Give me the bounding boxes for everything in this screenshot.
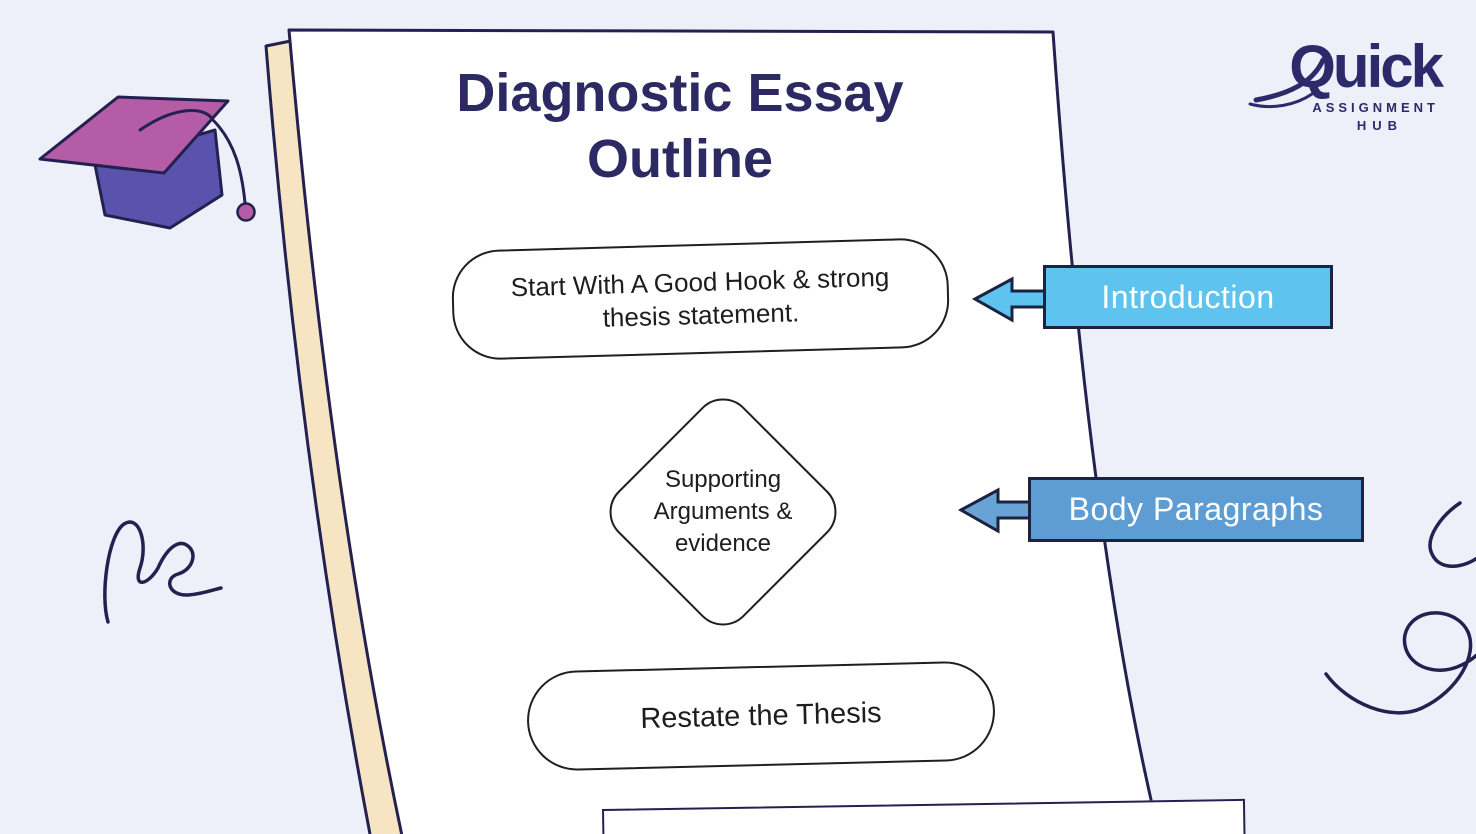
flow-step-restate: Restate the Thesis xyxy=(525,660,997,772)
page-title: Diagnostic Essay Outline xyxy=(340,60,1020,192)
flow-step-hook-text: Start With A Good Hook & strong thesis s… xyxy=(510,261,890,333)
squiggle-left-icon xyxy=(103,520,223,624)
brand-logo-subline1: ASSIGNMENT xyxy=(1312,100,1439,115)
brand-logo: Quick ASSIGNMENT HUB xyxy=(1245,33,1444,134)
flow-step-hook: Start With A Good Hook & strong thesis s… xyxy=(450,237,951,361)
graduation-cap-icon xyxy=(38,95,256,230)
brand-logo-wordmark: Quick xyxy=(1289,33,1444,100)
leaf-swoosh-icon xyxy=(1248,57,1326,109)
page-title-line1: Diagnostic Essay xyxy=(456,63,904,123)
flow-step-restate-text: Restate the Thesis xyxy=(639,696,882,735)
flow-step-arguments-text: Supporting Arguments & evidence xyxy=(653,466,793,557)
left-arrow-icon xyxy=(971,276,1050,323)
left-arrow-icon xyxy=(957,487,1036,534)
squiggle-right-top-icon xyxy=(1428,501,1476,568)
brand-logo-subline2: HUB xyxy=(1356,118,1403,133)
label-introduction: Introduction xyxy=(1043,265,1333,329)
page-title-line2: Outline xyxy=(587,129,773,189)
squiggle-right-bottom-icon xyxy=(1324,611,1476,715)
label-body-paragraphs: Body Paragraphs xyxy=(1028,477,1364,542)
